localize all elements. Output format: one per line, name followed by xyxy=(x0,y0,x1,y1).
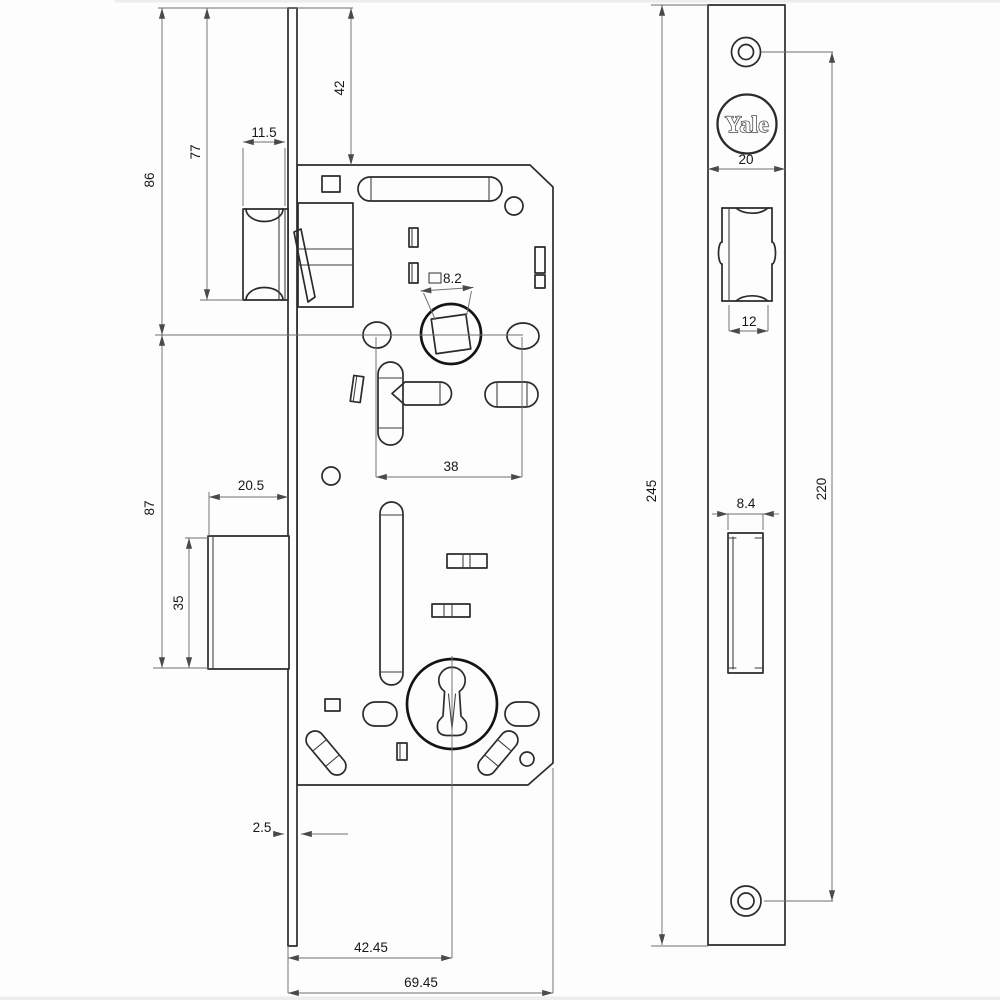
top-small-hole xyxy=(504,196,524,216)
capsule-slot-mid xyxy=(484,381,539,408)
deadbolt xyxy=(207,535,290,670)
dim-label-220: 220 xyxy=(814,478,829,501)
oval-hole-left xyxy=(362,701,398,727)
dim-label-245: 245 xyxy=(644,480,659,503)
dim-label-69-45: 69.45 xyxy=(404,975,438,990)
oval-hole-right xyxy=(504,701,540,727)
small-rect-holes-right xyxy=(534,246,546,289)
latch-opening xyxy=(717,207,777,302)
extension-lines-38 xyxy=(375,337,523,477)
dim-label-8-2: 8.2 xyxy=(443,271,462,286)
segmented-bar-upper xyxy=(446,553,488,569)
bottom-square-hole xyxy=(324,698,341,712)
lock-case xyxy=(296,164,554,786)
dim-label-42-45: 42.45 xyxy=(354,940,388,955)
dim-label-38: 38 xyxy=(443,459,458,474)
dim-label-2-5: 2.5 xyxy=(253,820,272,835)
dim-label-8-4: 8.4 xyxy=(737,496,756,511)
tilted-capsule-right xyxy=(477,730,519,776)
bottom-small-hole xyxy=(519,751,535,767)
dim-label-20-5: 20.5 xyxy=(238,478,264,493)
spindle-follower xyxy=(419,302,483,366)
side-view-dimensions: 86 87 77 42 11.5 8.2 38 20.5 35 xyxy=(142,7,554,997)
photo-edge-bottom xyxy=(0,996,1000,1000)
deadbolt-opening xyxy=(727,532,764,674)
dim-label-20: 20 xyxy=(738,152,753,167)
latch-housing xyxy=(293,202,354,308)
brand-name: Yale xyxy=(725,112,769,137)
top-slot xyxy=(357,176,503,202)
top-square-hole xyxy=(321,175,341,193)
screw-hole-top xyxy=(730,36,762,68)
small-rect-holes-upper xyxy=(408,227,419,284)
photo-edge-top xyxy=(115,0,1000,3)
dim-label-12: 12 xyxy=(741,314,756,329)
dim-label-42: 42 xyxy=(332,80,347,95)
small-rect-hole-bottom xyxy=(396,742,408,761)
long-vertical-slot xyxy=(379,501,404,686)
segmented-bar-lower xyxy=(431,603,471,618)
dim-8-2: 8.2 xyxy=(420,271,474,321)
mid-small-hole xyxy=(321,466,341,486)
yale-logo: Yale xyxy=(716,93,778,155)
t-shaped-slot xyxy=(377,361,453,446)
screw-hole-bottom xyxy=(730,885,762,917)
dim-label-77: 77 xyxy=(188,144,203,159)
faceplate-edge xyxy=(287,7,298,947)
fixing-hole-right xyxy=(506,322,540,350)
spindle-square-hole xyxy=(430,313,472,355)
face-view: Yale 20 12 8.4 xyxy=(644,4,836,947)
dim-label-11-5: 11.5 xyxy=(251,125,276,140)
faceplate-front xyxy=(707,4,786,946)
latch-actuator-bar xyxy=(293,228,316,303)
dim-label-86: 86 xyxy=(142,172,157,187)
dim-label-35: 35 xyxy=(171,595,186,610)
dim-label-87: 87 xyxy=(142,500,157,515)
tilted-capsule-left xyxy=(305,730,347,776)
latch-bolt xyxy=(242,208,289,301)
square-symbol xyxy=(428,272,442,284)
tilted-slot-small xyxy=(349,374,365,404)
keyhole xyxy=(436,666,468,737)
